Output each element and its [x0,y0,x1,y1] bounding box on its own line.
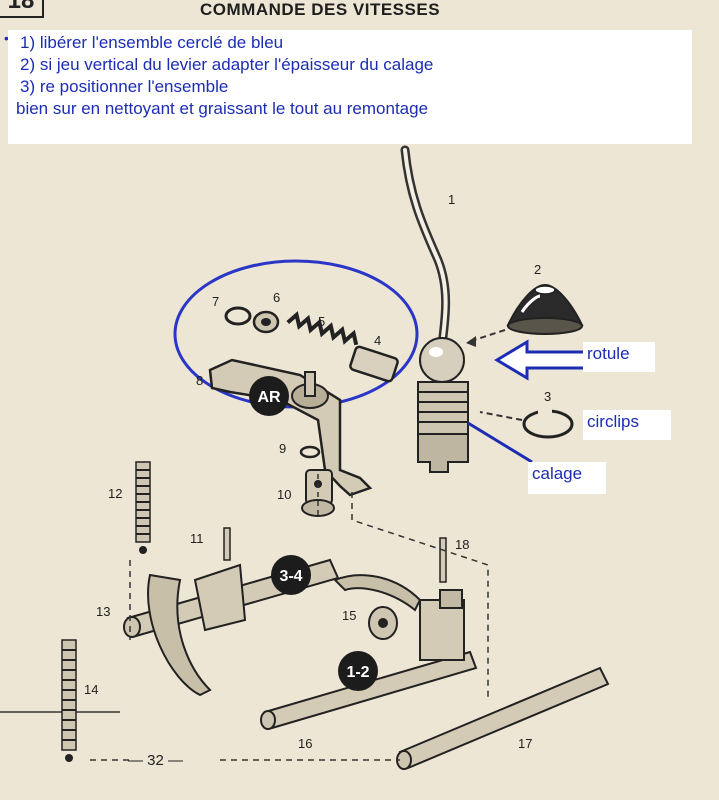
gear-lever [400,145,465,383]
circlip-leader [479,411,523,421]
reverse-badge [249,376,289,416]
bushing-6 [252,310,280,334]
part-number-18: 18 [455,537,469,552]
part-number-10: 10 [277,487,291,502]
rotule-arrow [494,339,587,381]
part-number-6: 6 [273,290,280,305]
detent-15 [368,606,398,640]
part-number-13: 13 [96,604,110,619]
reverse-lever [208,358,373,497]
ring-7 [224,306,252,326]
spring-5 [286,311,359,346]
part-number-14: 14 [84,682,98,697]
page-title: COMMANDE DES VITESSES [200,0,441,19]
instruction-3: 3) re positionner l'ensemble [20,77,229,96]
fork-3-4-label: 3-4 [279,568,302,585]
fork-3-4-badge [271,555,311,595]
spring-12 [135,461,151,554]
circlip [522,409,574,439]
page-footer: — 32 — [128,752,184,769]
pivot-10 [301,469,335,517]
shaft-17 [396,666,610,770]
fork-1-2-assembly [260,574,478,730]
part-number-12: 12 [108,486,122,501]
circlips-callout: circlips [583,410,671,440]
rubber-cap [506,283,584,335]
cap-arrowhead [466,336,476,347]
calage-leader [467,421,533,464]
spring-14 [61,639,77,762]
part-number-2: 2 [534,262,541,277]
pin-11 [223,527,231,561]
fork-1-2-badge [338,651,378,691]
part-number-9: 9 [279,441,286,456]
guide-lines [90,492,489,761]
instruction-2: 2) si jeu vertical du levier adapter l'é… [20,55,434,74]
reverse-badge-label: AR [257,389,281,406]
part-number-5: 5 [318,314,325,329]
fork-1-2-label: 1-2 [346,664,369,681]
part-number-3: 3 [544,389,551,404]
sleeve-4 [349,345,399,383]
part-number-15: 15 [342,608,356,623]
washer-9 [299,445,321,459]
part-number-4: 4 [374,333,381,348]
pin-18 [439,537,447,583]
part-number-8: 8 [196,373,203,388]
part-number-7: 7 [212,294,219,309]
part-number-16: 16 [298,736,312,751]
page-number: 18 [0,0,44,18]
instruction-4: bien sur en nettoyant et graissant le to… [16,99,429,118]
part-number-17: 17 [518,736,532,751]
note-bullet: • [4,30,9,46]
part-number-1: 1 [448,192,455,207]
rotule-callout: rotule [583,342,655,372]
instruction-1: 1) libérer l'ensemble cerclé de bleu [20,33,284,52]
lever-base [417,381,469,473]
calage-callout: calage [528,462,606,494]
part-number-11: 11 [190,531,204,546]
instructions-box: 1) libérer l'ensemble cerclé de bleu 2) … [8,30,692,144]
